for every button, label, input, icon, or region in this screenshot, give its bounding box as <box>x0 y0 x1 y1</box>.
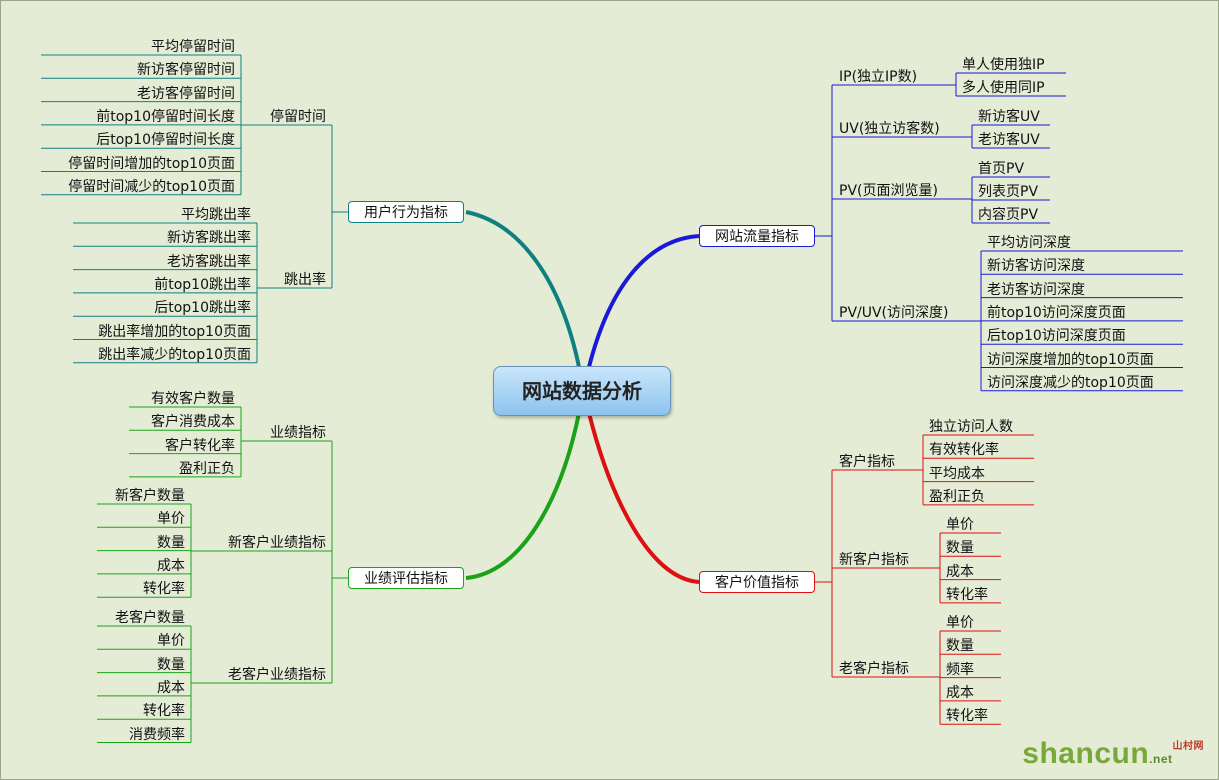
old-customer-item[interactable]: 频率 <box>946 661 974 678</box>
customer-item[interactable]: 有效转化率 <box>929 442 999 459</box>
new-customer-item[interactable]: 单价 <box>946 517 974 533</box>
old-customer-perf-item[interactable]: 消费频率 <box>129 726 185 743</box>
depth-item[interactable]: 前top10访问深度页面 <box>987 304 1126 321</box>
customer-item[interactable]: 平均成本 <box>929 465 985 482</box>
kpi-item[interactable]: 有效客户数量 <box>151 391 235 407</box>
uv-item[interactable]: 老访客UV <box>978 132 1040 148</box>
dwell-item[interactable]: 新访客停留时间 <box>137 62 235 79</box>
new-customer-perf-item[interactable]: 转化率 <box>143 581 185 598</box>
connector-line <box>331 125 348 288</box>
bounce-item[interactable]: 平均跳出率 <box>181 207 251 223</box>
new-customer-item[interactable]: 成本 <box>946 563 974 580</box>
subtopic-kpi[interactable]: 业绩指标 <box>270 425 326 441</box>
bounce-item[interactable]: 跳出率减少的top10页面 <box>98 346 251 363</box>
subtopic-visit-depth[interactable]: PV/UV(访问深度) <box>839 305 949 321</box>
branch-performance <box>465 412 581 580</box>
old-customer-perf-item[interactable]: 数量 <box>157 656 185 673</box>
bounce-item[interactable]: 前top10跳出率 <box>154 276 251 293</box>
old-customer-item[interactable]: 单价 <box>946 615 974 631</box>
pv-item[interactable]: 内容页PV <box>978 207 1039 223</box>
subtopic-uv[interactable]: UV(独立访客数) <box>839 121 940 137</box>
watermark-logo: shancun.net山村网 <box>1022 737 1204 770</box>
branch-traffic <box>587 234 700 368</box>
ip-item[interactable]: 多人使用同IP <box>962 80 1045 96</box>
dwell-item[interactable]: 老访客停留时间 <box>137 85 235 102</box>
old-customer-item[interactable]: 数量 <box>946 638 974 655</box>
subtopic-customer[interactable]: 客户指标 <box>839 454 895 470</box>
branch-behavior <box>465 210 581 368</box>
old-customer-item[interactable]: 成本 <box>946 684 974 701</box>
ip-item[interactable]: 单人使用独IP <box>962 57 1045 73</box>
old-customer-perf-item[interactable]: 转化率 <box>143 703 185 720</box>
dwell-item[interactable]: 前top10停留时间长度 <box>96 108 235 125</box>
depth-item[interactable]: 新访客访问深度 <box>987 258 1085 275</box>
topic-traffic[interactable]: 网站流量指标 <box>699 225 815 247</box>
depth-item[interactable]: 平均访问深度 <box>987 235 1071 251</box>
connector-line <box>331 441 348 683</box>
dwell-item[interactable]: 停留时间减少的top10页面 <box>68 178 235 195</box>
old-customer-perf-item[interactable]: 单价 <box>157 633 185 650</box>
subtopic-ip[interactable]: IP(独立IP数) <box>839 69 918 85</box>
depth-item[interactable]: 访问深度减少的top10页面 <box>987 374 1154 391</box>
topic-performance[interactable]: 业绩评估指标 <box>348 567 464 589</box>
subtopic-old-customer-performance[interactable]: 老客户业绩指标 <box>228 667 326 683</box>
subtopic-old-customer[interactable]: 老客户指标 <box>839 661 909 677</box>
customer-item[interactable]: 盈利正负 <box>929 488 985 505</box>
pv-item[interactable]: 列表页PV <box>978 184 1039 200</box>
dwell-item[interactable]: 后top10停留时间长度 <box>96 132 235 149</box>
subtopic-bounce-rate[interactable]: 跳出率 <box>284 272 326 288</box>
customer-item[interactable]: 独立访问人数 <box>929 419 1013 435</box>
topic-customer-value[interactable]: 客户价值指标 <box>699 571 815 593</box>
new-customer-perf-item[interactable]: 成本 <box>157 557 185 574</box>
new-customer-item[interactable]: 转化率 <box>946 586 988 603</box>
subtopic-new-customer[interactable]: 新客户指标 <box>839 552 909 568</box>
connector-line <box>815 85 833 321</box>
kpi-item[interactable]: 客户转化率 <box>165 437 235 454</box>
central-topic[interactable]: 网站数据分析 <box>493 366 671 416</box>
branch-value <box>587 412 700 584</box>
bounce-item[interactable]: 老访客跳出率 <box>167 253 251 270</box>
new-customer-perf-item[interactable]: 新客户数量 <box>115 488 185 504</box>
pv-item[interactable]: 首页PV <box>978 161 1025 177</box>
connector-line <box>815 470 833 677</box>
depth-item[interactable]: 老访客访问深度 <box>987 281 1085 298</box>
dwell-item[interactable]: 平均停留时间 <box>151 39 235 55</box>
old-customer-item[interactable]: 转化率 <box>946 708 988 725</box>
subtopic-new-customer-performance[interactable]: 新客户业绩指标 <box>228 535 326 551</box>
old-customer-perf-item[interactable]: 成本 <box>157 679 185 696</box>
bounce-item[interactable]: 新访客跳出率 <box>167 230 251 247</box>
depth-item[interactable]: 访问深度增加的top10页面 <box>987 351 1154 368</box>
new-customer-perf-item[interactable]: 数量 <box>157 534 185 551</box>
new-customer-item[interactable]: 数量 <box>946 540 974 557</box>
dwell-item[interactable]: 停留时间增加的top10页面 <box>68 155 235 172</box>
new-customer-perf-item[interactable]: 单价 <box>157 511 185 528</box>
bounce-item[interactable]: 跳出率增加的top10页面 <box>98 323 251 340</box>
subtopic-dwell-time[interactable]: 停留时间 <box>270 109 326 125</box>
kpi-item[interactable]: 盈利正负 <box>179 460 235 477</box>
kpi-item[interactable]: 客户消费成本 <box>151 414 235 431</box>
old-customer-perf-item[interactable]: 老客户数量 <box>115 610 185 626</box>
topic-user-behavior[interactable]: 用户行为指标 <box>348 201 464 223</box>
subtopic-pv[interactable]: PV(页面浏览量) <box>839 183 938 199</box>
depth-item[interactable]: 后top10访问深度页面 <box>987 328 1126 345</box>
bounce-item[interactable]: 后top10跳出率 <box>154 300 251 317</box>
uv-item[interactable]: 新访客UV <box>978 109 1040 125</box>
